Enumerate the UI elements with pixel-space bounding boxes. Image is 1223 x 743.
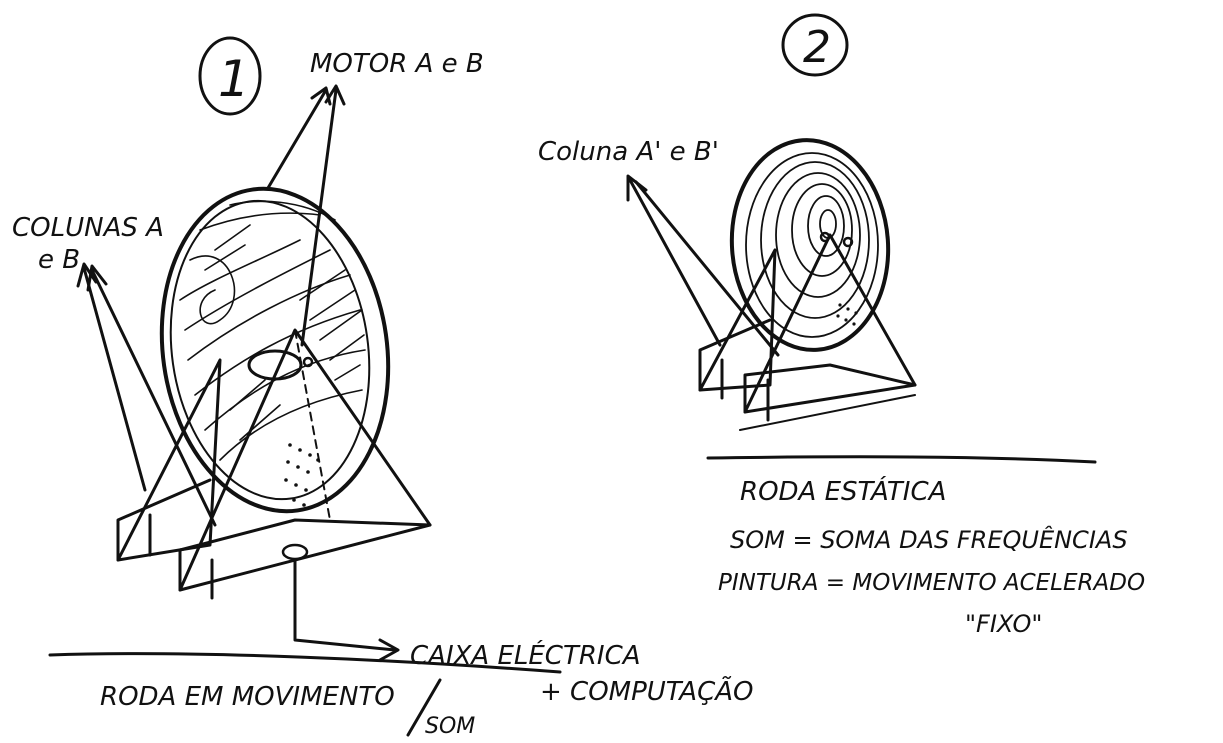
sketch-1-number: 1 [218,50,250,108]
caption-line3-2: PINTURA = MOVIMENTO ACELERADO [718,570,1145,596]
motor-arrow-1 [268,88,330,188]
divider-line-2 [708,457,1095,462]
caption-sub-1: SOM [425,714,475,739]
box-arrow [295,560,398,660]
sketch-2: 2 Coluna A' e B' [538,15,1145,638]
caption-line4-2: "FIXO" [965,610,1042,638]
speaker-dots [284,443,320,507]
label-box-line1: CAIXA ELÉCTRICA [410,639,641,671]
caption-main-1: RODA EM MOVIMENTO [100,682,395,712]
motor-axle [304,358,312,366]
motor-dot-b [844,238,852,246]
label-columns-line1: COLUNAS A [12,213,164,243]
caption-line2-2: SOM = SOMA DAS FREQUÊNCIAS [730,525,1128,554]
label-motor: MOTOR A e B [310,49,484,79]
sketch-2-number: 2 [803,22,831,73]
label-columns-2: Coluna A' e B' [538,137,719,167]
columns-arrow-1 [78,264,145,490]
motor-arrow-2 [302,86,344,345]
columns2-arrow-1 [628,176,720,345]
label-box-line2: + COMPUTAÇÃO [540,675,754,707]
caption-title-2: RODA ESTÁTICA [740,475,946,507]
electric-box [283,545,307,559]
columns2-arrow-2 [636,182,778,355]
label-columns-line2: e B [38,245,80,275]
